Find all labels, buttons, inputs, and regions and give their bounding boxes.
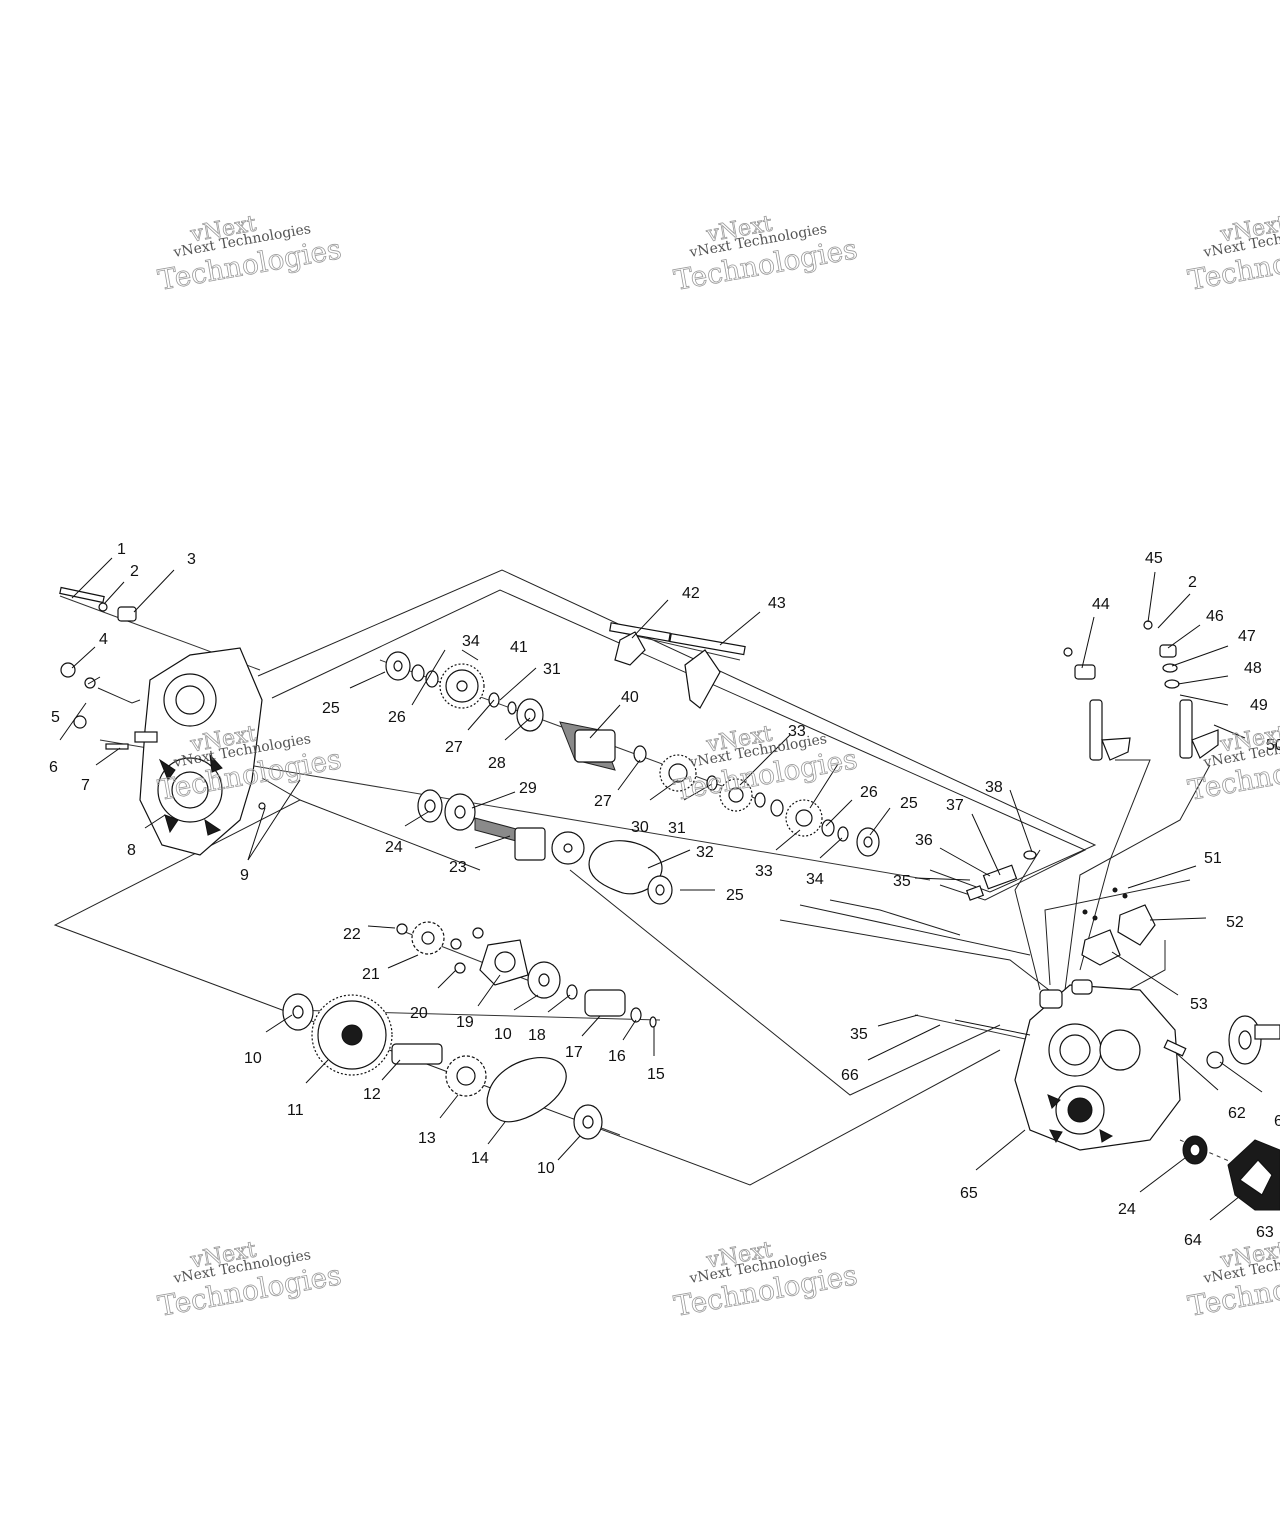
right-case-half — [954, 979, 1181, 1151]
callout-8: 8 — [127, 842, 136, 859]
brackets — [1081, 887, 1156, 966]
callout-25c: 25 — [726, 887, 744, 904]
callout-5: 5 — [51, 709, 60, 726]
callout-6x: 6 — [1274, 1113, 1280, 1130]
callout-32: 32 — [696, 844, 714, 861]
callout-29: 29 — [519, 780, 537, 797]
watermark: vNext vNext Technologies Technologies — [155, 211, 344, 297]
callout-31: 31 — [543, 661, 561, 678]
callout-66: 66 — [841, 1067, 859, 1084]
callout-4: 4 — [99, 631, 108, 648]
callout-64: 64 — [1184, 1232, 1202, 1249]
callout-50: 50 — [1266, 737, 1280, 754]
callout-11: 11 — [287, 1102, 304, 1119]
callout-40: 40 — [621, 689, 639, 706]
middle-shaft-parts — [417, 789, 673, 905]
watermark: vNext vNext Technologies Technologies — [1185, 721, 1280, 807]
callout-48: 48 — [1244, 660, 1262, 677]
callout-20: 20 — [410, 1005, 428, 1022]
callout-35b: 35 — [850, 1026, 868, 1043]
callout-6: 6 — [49, 759, 58, 776]
left-hardware — [59, 586, 266, 810]
callout-19: 19 — [456, 1014, 474, 1031]
right-side-parts — [1163, 1015, 1280, 1211]
callout-30: 30 — [631, 819, 649, 836]
callout-10: 10 — [494, 1026, 512, 1043]
leader-lines — [59, 557, 1263, 1221]
callout-3: 3 — [187, 551, 196, 568]
watermark: vNext vNext Technologies Technologies — [1185, 211, 1280, 297]
callout-24b: 24 — [1118, 1201, 1136, 1218]
callout-47: 47 — [1238, 628, 1256, 645]
callout-18: 18 — [528, 1027, 546, 1044]
callout-2: 2 — [130, 563, 139, 580]
callout-65: 65 — [960, 1185, 978, 1202]
callout-17: 17 — [565, 1044, 583, 1061]
callout-25: 25 — [322, 700, 340, 717]
callout-34: 34 — [462, 633, 480, 650]
callout-10b: 10 — [244, 1050, 262, 1067]
callout-44: 44 — [1092, 596, 1110, 613]
callout-33: 33 — [788, 723, 806, 740]
callout-52: 52 — [1226, 914, 1244, 931]
callout-25b: 25 — [900, 795, 918, 812]
callout-14: 14 — [471, 1150, 489, 1167]
callout-34b: 34 — [806, 871, 824, 888]
watermark: vNext vNext Technologies Technologies — [155, 1237, 344, 1323]
watermark: vNext vNext Technologies Technologies — [671, 1237, 860, 1323]
callout-37: 37 — [946, 797, 964, 814]
callout-27: 27 — [445, 739, 463, 756]
callout-35: 35 — [893, 873, 911, 890]
callout-49: 49 — [1250, 697, 1268, 714]
callout-62: 62 — [1228, 1105, 1246, 1122]
callout-31b: 31 — [668, 820, 686, 837]
callout-26b: 26 — [860, 784, 878, 801]
callout-36: 36 — [915, 832, 933, 849]
lower-shaft-parts — [282, 921, 657, 1140]
sensor-parts — [965, 620, 1219, 901]
callout-15: 15 — [647, 1066, 665, 1083]
callout-33b: 33 — [755, 863, 773, 880]
callout-2b: 2 — [1188, 574, 1197, 591]
callout-26: 26 — [388, 709, 406, 726]
callout-7: 7 — [81, 777, 90, 794]
upper-shaft-parts — [385, 651, 880, 857]
callout-42: 42 — [682, 585, 700, 602]
callout-38: 38 — [985, 779, 1003, 796]
callout-23: 23 — [449, 859, 467, 876]
callout-22: 22 — [343, 926, 361, 943]
callout-53: 53 — [1190, 996, 1208, 1013]
watermark: vNext vNext Technologies Technologies — [671, 211, 860, 297]
callout-21: 21 — [362, 966, 380, 983]
callout-24: 24 — [385, 839, 403, 856]
callout-28: 28 — [488, 755, 506, 772]
callout-1: 1 — [117, 541, 126, 558]
callout-10c: 10 — [537, 1160, 555, 1177]
callout-12: 12 — [363, 1086, 381, 1103]
callout-13: 13 — [418, 1130, 436, 1147]
callout-27b: 27 — [594, 793, 612, 810]
callout-63: 63 — [1256, 1224, 1274, 1241]
callout-46: 46 — [1206, 608, 1224, 625]
left-case-half — [134, 647, 263, 856]
callout-41: 41 — [510, 639, 528, 656]
callout-16: 16 — [608, 1048, 626, 1065]
callout-9: 9 — [240, 867, 249, 884]
callout-45: 45 — [1145, 550, 1163, 567]
shift-forks — [609, 622, 746, 709]
callout-labels: 1 2 3 4 5 6 7 8 9 25 26 34 41 31 27 28 4… — [49, 541, 1280, 1249]
callout-43: 43 — [768, 595, 786, 612]
callout-51: 51 — [1204, 850, 1222, 867]
